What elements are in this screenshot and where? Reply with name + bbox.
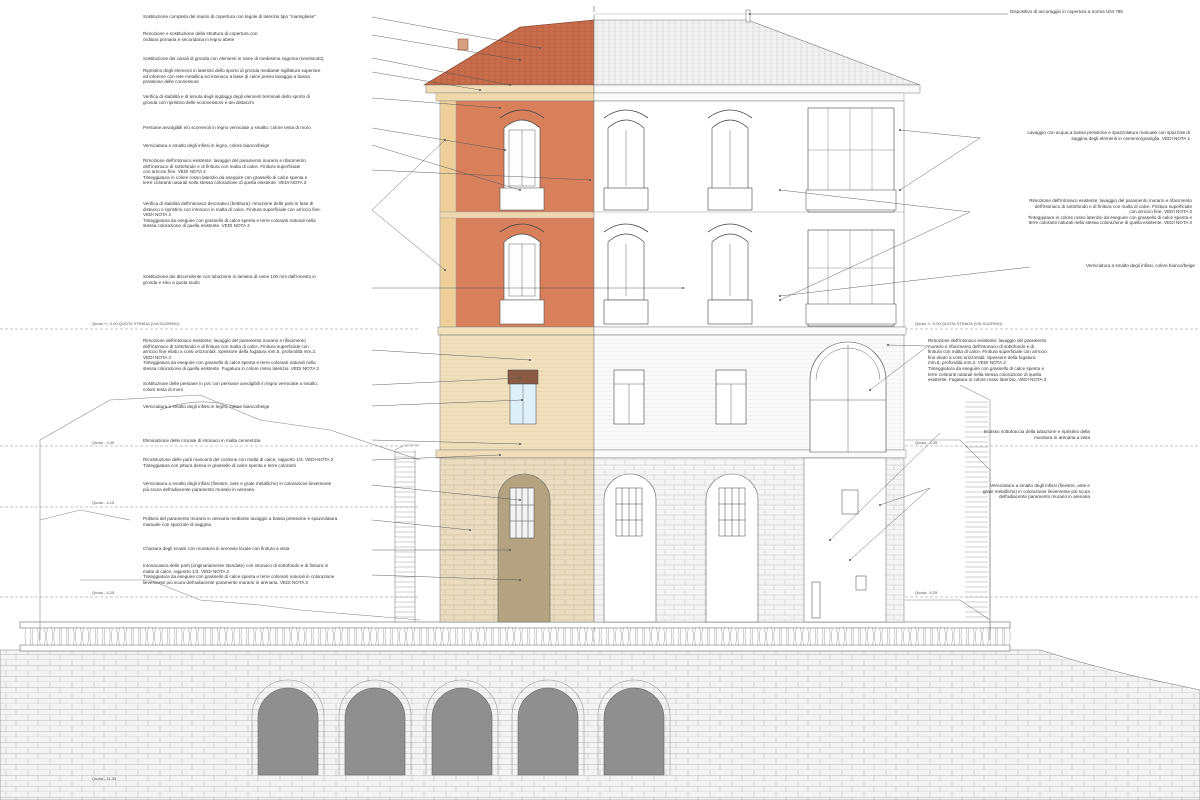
retaining-wall <box>0 649 1200 800</box>
note-infill-openings: Chiusura degli scassi con muratura in ar… <box>143 546 290 551</box>
window-left-3 <box>507 369 539 425</box>
note-remove-cement: Eliminazione delle crocate di intonaco i… <box>143 438 261 443</box>
level-label-435-left: Quota - 4,35 <box>92 440 115 445</box>
roof-right <box>593 19 921 86</box>
note-plaster-red: Rimozione dell'intonaco esistente: lavag… <box>143 158 308 186</box>
note-pipe-recess: Incasso sottotraccia della tubazione e r… <box>983 429 1090 440</box>
level-label-625-right: Quota - 6,25 <box>915 590 938 595</box>
note-anchor-device: Dispositivo di ancoraggio in copertura a… <box>1010 9 1123 14</box>
note-roof-tiles: Sostituzione completa del manto di coper… <box>143 14 316 19</box>
note-metal-paint-right: Verniciatura a smalto degli infissi (fin… <box>983 483 1090 500</box>
note-decorative-plaster: Verifica di stabilità dell'intonaco deco… <box>143 201 321 229</box>
wall-arches <box>257 687 665 776</box>
note-washing-cement: Lavaggio con acqua a bassa pressione e s… <box>1027 130 1190 141</box>
note-plaster-stone: Intonacatura delle parti (originariament… <box>143 563 335 585</box>
note-plaster-red-right: Rimozione dell'intonaco esistente; lavag… <box>1027 198 1192 226</box>
note-downpipe: Sostituzione dei discendente con tubazio… <box>143 274 316 285</box>
level-label-415: Quota - 4,15 <box>92 500 115 505</box>
note-metal-paint: Verniciatura a smalto degli infissi (fin… <box>143 481 332 492</box>
building-left-half <box>422 19 595 623</box>
note-stone-cleaning: Pulitura del paramento murario in arenar… <box>143 516 338 527</box>
level-label-435-right: Quota - 4,35 <box>915 440 938 445</box>
note-gutters: Sostituzione dei canali di gronda con el… <box>143 56 324 61</box>
level-label-road-left: Quota +/- 0,00 QUOTA STRADA (VIA SUORINO… <box>92 321 180 326</box>
note-window-paint-right: Verniciatura a smalto degli infissi, col… <box>1085 263 1195 268</box>
roof-left <box>422 19 595 86</box>
building-right-half <box>593 9 921 623</box>
note-shutters-pvc: Sostituzione delle persiane in pvc con p… <box>143 381 319 392</box>
note-window-paint-mid: Verniciatura a smalto degli infissi in l… <box>143 404 270 409</box>
note-cordon: Ricostruzione delle parti mancanti del c… <box>143 457 334 468</box>
note-eaves-bricks: Ripristino degli elementi in laterizio d… <box>143 68 321 85</box>
note-window-paint-upper: Verniciatura a smalto degli infissi in l… <box>143 143 270 148</box>
balustrade <box>19 621 1011 652</box>
left-terraces <box>39 394 421 640</box>
note-plaster-beige: Rimozione dell'intonaco esistente; lavag… <box>143 338 319 371</box>
note-shutters-upper: Persiane avvolgibili e/o scorrevoli in l… <box>143 125 311 130</box>
leader-lines <box>371 13 1031 581</box>
level-label-1135: Quota - 11,35 <box>92 776 117 781</box>
window-left-2 <box>499 223 545 325</box>
note-eaves-check: Verifica di stabilità e di tenuta degli … <box>143 94 311 105</box>
note-plaster-beige-right: Rimozione dell'intonaco esistente; lavag… <box>928 338 1047 383</box>
level-label-road-right: Quota +/- 0,00 QUOTA STRADA (VIA SUORINO… <box>915 321 1003 326</box>
note-roof-structure: Rimozione e sostituzione della struttura… <box>143 31 258 42</box>
level-label-625-left: Quota - 6,25 <box>92 590 115 595</box>
